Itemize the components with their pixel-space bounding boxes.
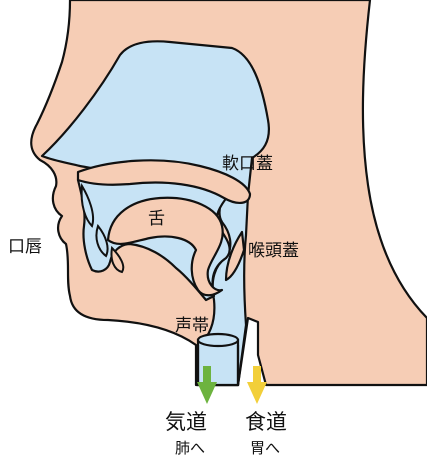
airway-destination: 肺へ: [175, 439, 205, 457]
epiglottis-label: 喉頭蓋: [248, 241, 299, 261]
lips-label: 口唇: [8, 237, 42, 257]
tongue-label: 舌: [148, 209, 165, 229]
vocal-cords-label: 声帯: [175, 316, 209, 336]
esophagus-destination: 胃へ: [250, 439, 280, 457]
soft-palate-label: 軟口蓋: [222, 154, 273, 174]
esophagus-label: 食道: [245, 410, 287, 434]
airway-label: 気道: [165, 410, 207, 434]
